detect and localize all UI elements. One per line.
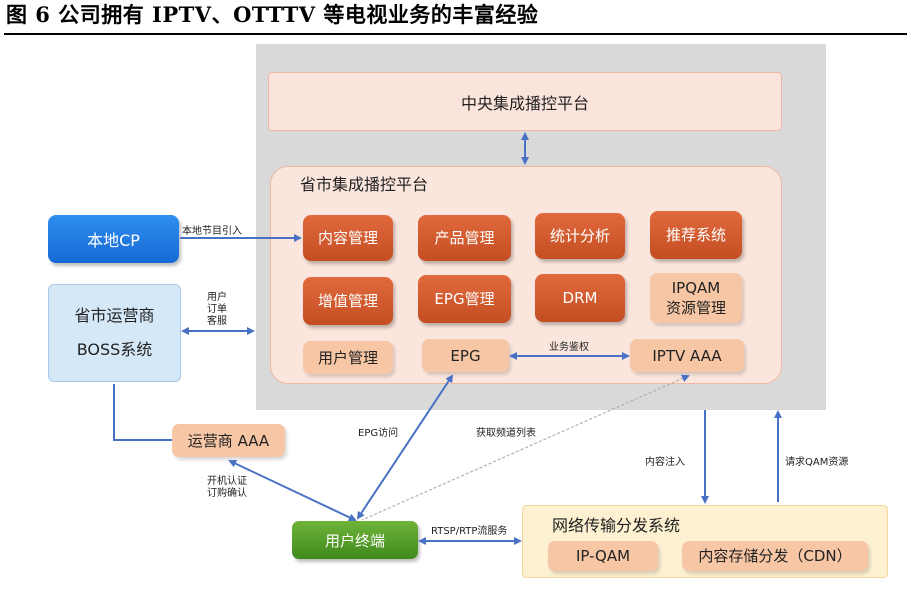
local-cp-label: 本地CP	[87, 231, 140, 250]
ipqam-resource-management-box: IPQAM 资源管理	[650, 273, 742, 323]
content-injection-label: 内容注入	[645, 457, 685, 468]
user-terminal-label: 用户终端	[324, 531, 385, 550]
boot-auth-text: 开机认证	[207, 476, 247, 487]
ip-qam-label: IP-QAM	[575, 547, 631, 565]
service-auth-label: 业务鉴权	[549, 342, 589, 353]
resource-management-label: 资源管理	[665, 299, 726, 317]
iptv-aaa-label: IPTV AAA	[652, 346, 722, 365]
product-management-box: 产品管理	[418, 215, 511, 261]
order-text: 订单	[207, 304, 227, 315]
get-channel-list-label: 获取频道列表	[476, 428, 536, 439]
product-management-label: 产品管理	[434, 229, 495, 247]
boss-aaa-connector	[113, 384, 172, 441]
user-text: 用户	[207, 292, 227, 303]
central-platform-box: 中央集成播控平台	[268, 72, 782, 131]
boss-operator-label: 省市运营商	[74, 306, 155, 325]
epg-access-arrow	[356, 374, 454, 520]
provincial-platform-title: 省市集成播控平台	[300, 175, 429, 194]
value-added-management-label: 增值管理	[317, 292, 378, 310]
user-terminal-box: 用户终端	[292, 521, 418, 559]
iptv-aaa-box: IPTV AAA	[630, 339, 744, 372]
user-management-box: 用户管理	[303, 341, 393, 374]
value-added-management-box: 增值管理	[303, 277, 393, 325]
request-qam-label: 请求QAM资源	[785, 457, 849, 468]
cdn-box: 内容存储分发（CDN）	[682, 541, 868, 571]
user-order-service-label: 用户 订单 客服	[207, 292, 227, 328]
epg-access-label: EPG访问	[358, 428, 399, 439]
service-text: 客服	[207, 316, 227, 327]
title-rule	[4, 33, 907, 35]
drm-label: DRM	[562, 289, 598, 307]
channel-list-line	[361, 374, 690, 521]
operator-aaa-label: 运营商 AAA	[187, 431, 270, 450]
boss-system-box: 省市运营商 BOSS系统	[48, 284, 181, 382]
local-program-import-label: 本地节目引入	[182, 226, 242, 237]
order-confirm-text: 订购确认	[207, 488, 247, 499]
epg-management-label: EPG管理	[434, 290, 495, 308]
rtsp-service-label: RTSP/RTP流服务	[431, 526, 508, 537]
drm-box: DRM	[535, 274, 625, 322]
ip-qam-box: IP-QAM	[548, 541, 658, 571]
recommendation-system-box: 推荐系统	[650, 211, 742, 259]
network-distribution-title: 网络传输分发系统	[552, 516, 681, 535]
boot-auth-label: 开机认证 订购确认	[207, 476, 247, 500]
boot-auth-arrow	[228, 459, 357, 522]
epg-box: EPG	[422, 339, 509, 372]
figure-title: 图 6 公司拥有 IPTV、OTTTV 等电视业务的丰富经验	[6, 2, 539, 27]
operator-aaa-box: 运营商 AAA	[172, 424, 285, 457]
epg-management-box: EPG管理	[418, 275, 511, 323]
local-cp-box: 本地CP	[48, 215, 179, 263]
statistics-analysis-label: 统计分析	[549, 227, 610, 245]
cdn-label: 内容存储分发（CDN）	[698, 547, 852, 565]
boss-system-label: BOSS系统	[76, 340, 153, 359]
central-platform-label: 中央集成播控平台	[460, 93, 589, 113]
ipqam-label: IPQAM	[671, 279, 721, 297]
content-management-label: 内容管理	[317, 229, 378, 247]
statistics-analysis-box: 统计分析	[535, 213, 625, 259]
epg-label: EPG	[450, 346, 481, 365]
user-management-label: 用户管理	[317, 348, 378, 367]
content-management-box: 内容管理	[303, 215, 393, 261]
recommendation-system-label: 推荐系统	[665, 226, 726, 244]
